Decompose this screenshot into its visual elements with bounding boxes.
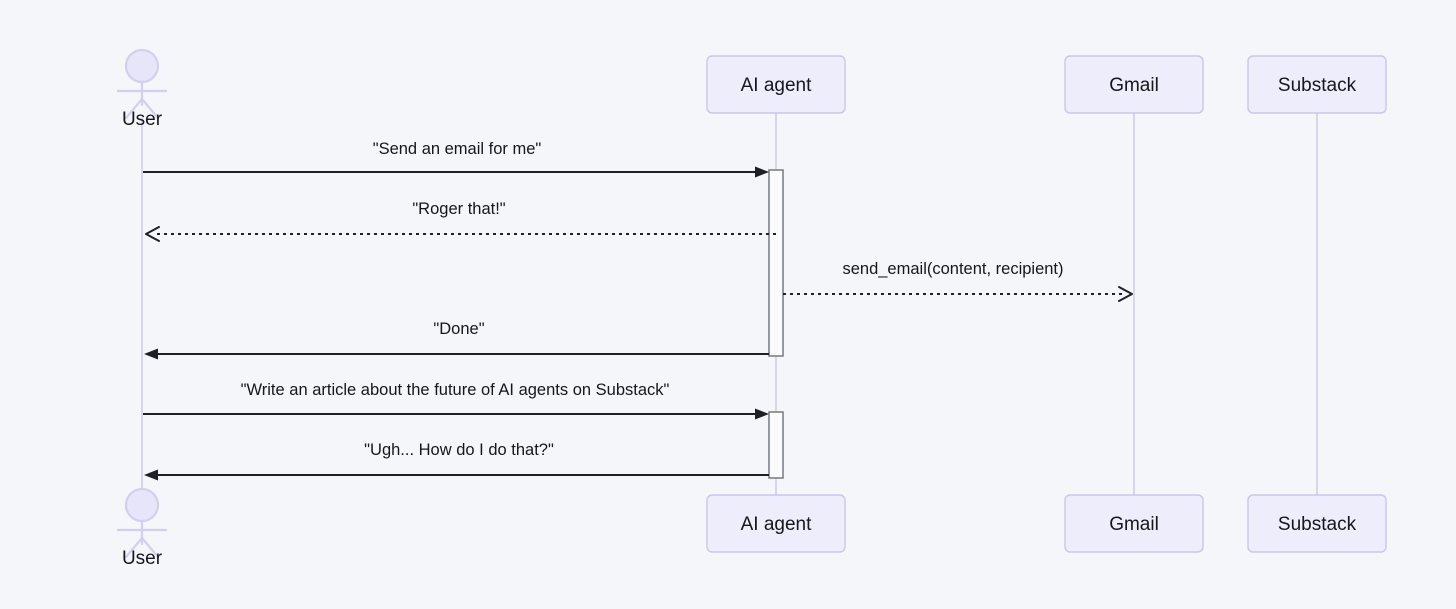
message-send-email-call[interactable]: send_email(content, recipient): [783, 260, 1133, 302]
participant-box: [706, 55, 846, 114]
message-send-an-email-for-me[interactable]: "Send an email for me": [143, 140, 769, 178]
participant-agent-bottom-label: AI agent: [741, 514, 812, 535]
actor-leg-right-icon: [140, 536, 160, 559]
participant-gmail-bottom[interactable]: Gmail: [1064, 494, 1204, 553]
arrowhead-filled-left: [144, 348, 158, 360]
participant-substack-bottom-label: Substack: [1278, 514, 1357, 535]
message-label: "Done": [433, 320, 484, 338]
lifelines: [141, 113, 1318, 495]
actor-leg-left-icon: [124, 97, 144, 120]
message-ugh-how-do-i-do-that[interactable]: "Ugh... How do I do that?": [144, 441, 769, 481]
message-roger-that[interactable]: "Roger that!": [145, 200, 776, 242]
participant-substack-top-label: Substack: [1278, 75, 1357, 96]
participant-gmail-bottom-label: Gmail: [1109, 514, 1159, 535]
activation-bar-2: [768, 411, 784, 479]
participant-box: [1064, 55, 1204, 114]
actor-user-top-label: User: [122, 109, 163, 130]
participant-agent-top-label: AI agent: [741, 75, 812, 96]
message-label: "Ugh... How do I do that?": [364, 441, 554, 459]
participant-substack-top[interactable]: Substack: [1247, 55, 1387, 114]
arrowhead-open-left: [145, 226, 160, 242]
participant-substack-bottom[interactable]: Substack: [1247, 494, 1387, 553]
message-label: "Send an email for me": [373, 140, 542, 158]
message-label: "Write an article about the future of AI…: [241, 381, 670, 399]
message-label: "Roger that!": [412, 200, 505, 218]
actor-user-bottom[interactable]: User: [116, 487, 168, 569]
actor-user-bottom-label: User: [122, 548, 163, 569]
participant-gmail-top-label: Gmail: [1109, 75, 1159, 96]
arrowhead-filled-left: [144, 469, 158, 481]
participant-agent-top[interactable]: AI agent: [706, 55, 846, 114]
participant-agent-bottom[interactable]: AI agent: [706, 494, 846, 553]
participant-box: [1247, 494, 1387, 553]
participant-box: [1247, 55, 1387, 114]
participant-box: [1064, 494, 1204, 553]
participant-gmail-top[interactable]: Gmail: [1064, 55, 1204, 114]
participant-box: [706, 494, 846, 553]
activation-bar-1: [768, 169, 784, 357]
arrowhead-filled-right: [755, 166, 769, 178]
activation-bars: [768, 169, 784, 479]
actor-leg-left-icon: [124, 536, 144, 559]
arrowhead-filled-right: [755, 408, 769, 420]
arrowhead-open-right: [1118, 286, 1133, 302]
message-write-an-article[interactable]: "Write an article about the future of AI…: [143, 381, 769, 420]
actor-user-top[interactable]: User: [116, 48, 168, 130]
actor-head-icon: [124, 48, 160, 84]
actor-leg-right-icon: [140, 97, 160, 120]
message-label: send_email(content, recipient): [842, 260, 1063, 278]
message-done[interactable]: "Done": [144, 320, 769, 360]
actor-head-icon: [124, 487, 160, 523]
